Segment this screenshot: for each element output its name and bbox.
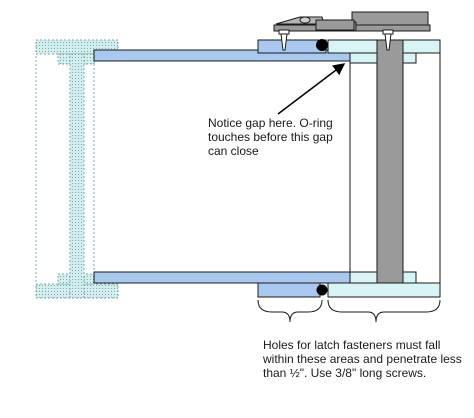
- brace-cap-area: [327, 299, 441, 323]
- cap-center-post: [376, 39, 404, 284]
- brace-collar-area: [257, 299, 323, 323]
- cap-bottom-flange: [327, 282, 441, 298]
- latch-body: [351, 11, 429, 26]
- ghost-cap-outline: [35, 53, 95, 285]
- ghost-cap-vertical-bar: [69, 53, 85, 299]
- latch-hook-block: [315, 19, 355, 31]
- right-end-cap: [327, 39, 441, 298]
- gap-pointer-arrow: [277, 63, 346, 115]
- latch-holes-annotation: Holes for latch fasteners must fall with…: [263, 338, 462, 380]
- o-ring-top: [316, 39, 328, 51]
- collar-top: [257, 39, 327, 54]
- ghost-end-cap: [35, 39, 119, 299]
- tube-bottom-wall: [93, 271, 351, 284]
- collar-bottom: [257, 282, 321, 298]
- latch-assembly: [273, 11, 431, 51]
- latch-pivot-pin: [299, 16, 311, 24]
- gap-annotation: Notice gap here. O-ring touches before t…: [208, 116, 333, 158]
- latch-screw-left: [278, 29, 290, 51]
- tube: [93, 49, 351, 284]
- o-ring-bottom: [316, 284, 328, 296]
- tube-collar: [257, 39, 327, 298]
- latch-screw-right: [382, 29, 394, 51]
